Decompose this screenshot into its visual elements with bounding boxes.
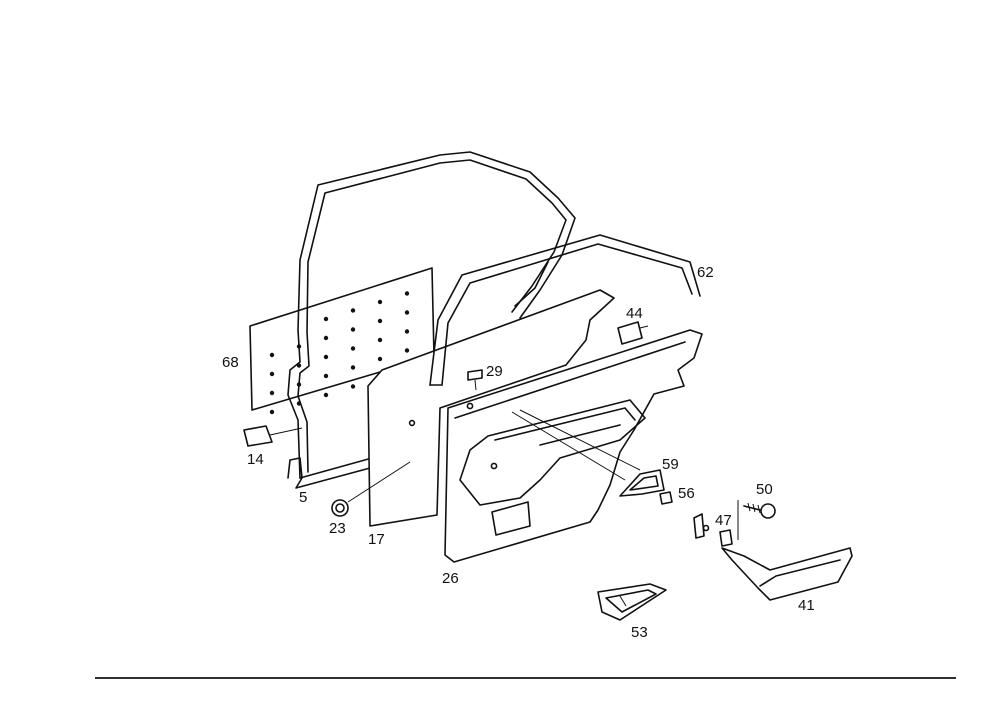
- part-label-44: 44: [626, 305, 643, 322]
- window-seal-part: [429, 234, 701, 386]
- sealing-film-part: [367, 289, 615, 527]
- mat-hole: [350, 384, 356, 389]
- screw-part: [467, 369, 483, 391]
- mat-hole: [350, 327, 356, 332]
- mat-hole: [269, 390, 275, 396]
- mat-hole: [377, 337, 383, 343]
- mat-hole: [377, 318, 383, 324]
- mat-hole: [323, 354, 329, 360]
- part-label-47: 47: [715, 512, 732, 529]
- handle-bracket-part: [511, 409, 665, 497]
- mat-hole: [377, 299, 383, 305]
- mat-hole: [404, 348, 410, 353]
- part-label-14: 14: [247, 451, 264, 468]
- part-label-50: 50: [756, 481, 773, 498]
- part-label-56: 56: [678, 485, 695, 502]
- mat-hole: [404, 329, 410, 334]
- part-label-68: 68: [222, 354, 239, 371]
- mat-hole: [404, 291, 410, 296]
- door-seal-part: [287, 151, 576, 489]
- part-label-41: 41: [798, 597, 815, 614]
- part-label-23: 23: [329, 520, 346, 537]
- mat-hole: [323, 335, 329, 341]
- mat-hole: [350, 365, 356, 370]
- mat-hole: [269, 352, 275, 358]
- part-label-26: 26: [442, 570, 459, 587]
- ashtray-part: [597, 583, 667, 621]
- part-label-17: 17: [368, 531, 385, 548]
- mat-hole: [269, 409, 275, 415]
- mat-hole: [323, 373, 329, 379]
- mat-hole: [377, 356, 383, 362]
- mounting-bracket-part: [693, 500, 739, 547]
- part-label-59: 59: [662, 456, 679, 473]
- mat-hole: [404, 310, 410, 315]
- mat-hole: [323, 392, 329, 398]
- retaining-clip-part: [617, 321, 649, 345]
- part-labels: 68 14 5 23 17 26 29 62 44 59 56 50 47 41…: [222, 264, 815, 641]
- bolt-part: [743, 502, 776, 519]
- mat-hole: [269, 371, 275, 377]
- part-label-53: 53: [631, 624, 648, 641]
- grommet-part: [331, 461, 411, 517]
- part-label-5: 5: [299, 489, 307, 506]
- door-trim-panel-part: [444, 329, 703, 563]
- armrest-part: [721, 547, 853, 601]
- mat-hole: [350, 308, 356, 313]
- clip-part: [243, 425, 303, 447]
- part-label-62: 62: [697, 264, 714, 281]
- part-label-29: 29: [486, 363, 503, 380]
- mat-hole: [350, 346, 356, 351]
- mat-hole: [323, 316, 329, 322]
- small-clip-part: [659, 491, 673, 505]
- insulation-mat-part: [249, 267, 435, 415]
